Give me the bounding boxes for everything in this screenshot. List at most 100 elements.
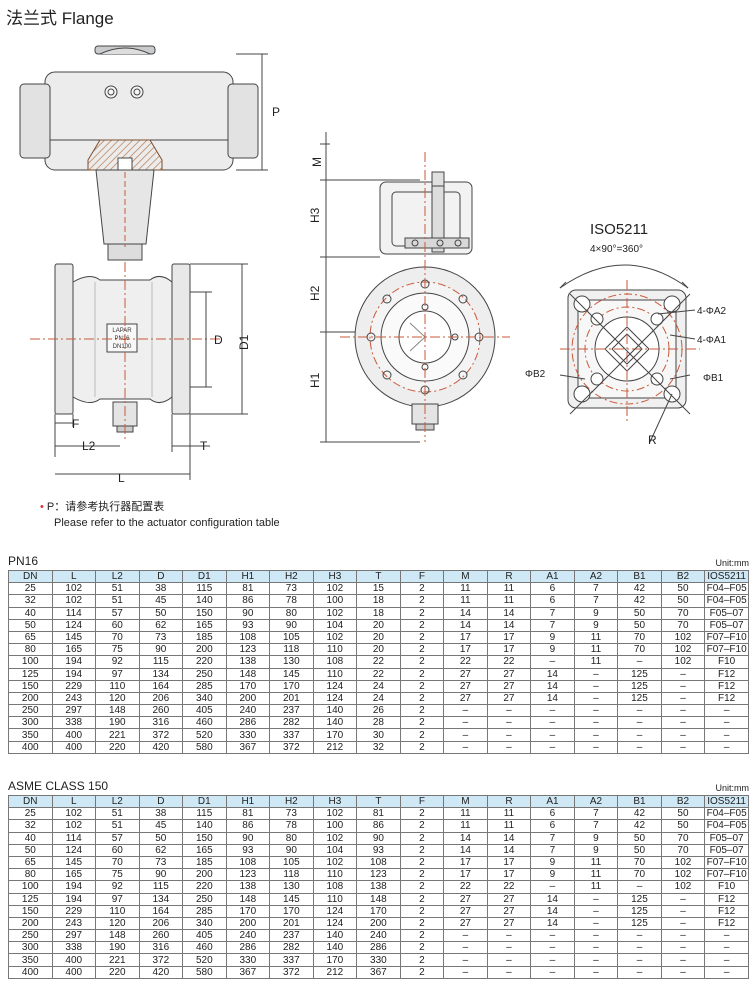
dim-label-H1: H1	[308, 372, 322, 388]
note-cn: P：请参考执行器配置表	[46, 501, 165, 513]
table-cell: 73	[269, 807, 314, 821]
table-cell: –	[617, 965, 662, 979]
table-cell: 194	[51, 655, 97, 669]
table-cell: 140	[312, 704, 358, 718]
table-cell: –	[443, 728, 488, 742]
table-cell: 62	[138, 843, 184, 857]
table-cell: 372	[269, 740, 314, 754]
table-cell: 148	[95, 929, 140, 943]
table-cell: F10	[704, 880, 749, 894]
table-cell: 17	[443, 643, 488, 657]
table-cell: 237	[269, 704, 314, 718]
table-cell: 2	[399, 716, 445, 730]
table-cell: –	[486, 716, 532, 730]
table-cell: 22	[443, 880, 488, 894]
table-cell: 22	[443, 655, 488, 669]
table-cell: 97	[95, 892, 140, 906]
table-cell: 20	[356, 643, 401, 657]
table-cell: 22	[356, 667, 401, 681]
table-cell: –	[486, 953, 532, 967]
table-cell: 102	[312, 831, 358, 845]
table-cell: 51	[95, 819, 140, 833]
table-cell: 316	[138, 716, 184, 730]
table-cell: 42	[617, 594, 662, 608]
table-cell: 11	[486, 594, 532, 608]
table-cell: 14	[486, 843, 532, 857]
technical-drawing: LAPAR PN16 DN100	[19, 45, 727, 485]
table-cell: 194	[51, 667, 97, 681]
table-cell: 108	[312, 880, 358, 894]
table-cell: 102	[51, 582, 97, 596]
table-cell: 200	[182, 643, 227, 657]
table-cell: 27	[486, 679, 532, 693]
table-cell: 201	[269, 916, 314, 931]
table-cell: –	[573, 679, 619, 693]
table-cell: 286	[225, 716, 271, 730]
table-cell: 400	[51, 740, 97, 754]
table-cell: –	[443, 716, 488, 730]
table-cell: 138	[225, 880, 271, 894]
table-cell: 62	[138, 618, 184, 632]
table-cell: 2	[399, 904, 445, 918]
table-cell: 32	[8, 594, 53, 608]
table-cell: 57	[95, 606, 140, 620]
table-cell: 150	[182, 831, 227, 845]
column-header: R	[486, 569, 532, 584]
table-cell: 240	[356, 929, 401, 943]
table-cell: 124	[51, 618, 97, 632]
table-cell: 25	[8, 807, 53, 821]
table-cell: 286	[356, 941, 401, 955]
table-cell: 2	[399, 606, 445, 620]
table-cell: 140	[312, 929, 358, 943]
column-header: M	[443, 794, 488, 809]
table-cell: 100	[8, 880, 53, 894]
table-cell: 110	[312, 667, 358, 681]
column-header: A1	[530, 569, 575, 584]
table-cell: 25	[8, 582, 53, 596]
table-cell: 2	[399, 868, 445, 882]
table-cell: 110	[95, 679, 140, 693]
table-cell: F07–F10	[704, 855, 749, 870]
table-cell: F07–F10	[704, 643, 749, 657]
table-cell: 50	[138, 831, 184, 845]
table-cell: 400	[8, 965, 53, 979]
table-cell: F10	[704, 655, 749, 669]
table-cell: 51	[95, 807, 140, 821]
table-cell: F07–F10	[704, 630, 749, 645]
table-cell: 148	[95, 704, 140, 718]
table-cell: 27	[443, 892, 488, 906]
column-header: L2	[95, 794, 140, 809]
table-cell: 220	[95, 965, 140, 979]
table-cell: 150	[8, 904, 53, 918]
table-cell: –	[660, 691, 706, 706]
table-cell: 50	[660, 582, 706, 596]
column-header: D	[138, 569, 184, 584]
table-cell: F04–F05	[704, 819, 749, 833]
column-header: F	[399, 569, 445, 584]
table-cell: 6	[530, 582, 575, 596]
table-cell: 50	[138, 606, 184, 620]
table-cell: 134	[138, 892, 184, 906]
table-cell: –	[573, 728, 619, 742]
table-cell: 80	[269, 831, 314, 845]
table-cell: 75	[95, 643, 140, 657]
table-cell: 6	[530, 807, 575, 821]
table-cell: F05–07	[704, 618, 749, 632]
table-cell: 229	[51, 679, 97, 693]
table-cell: 70	[660, 606, 706, 620]
table-cell: 110	[312, 868, 358, 882]
table-cell: 51	[95, 582, 140, 596]
column-header: B2	[660, 794, 706, 809]
table-cell: –	[660, 941, 706, 955]
table-cell: –	[486, 704, 532, 718]
page-title: 法兰式 Flange	[6, 9, 114, 28]
table-cell: 92	[95, 655, 140, 669]
table-cell: 80	[8, 868, 53, 882]
table-cell: 24	[356, 691, 401, 706]
iso-label: ISO5211	[590, 221, 648, 238]
